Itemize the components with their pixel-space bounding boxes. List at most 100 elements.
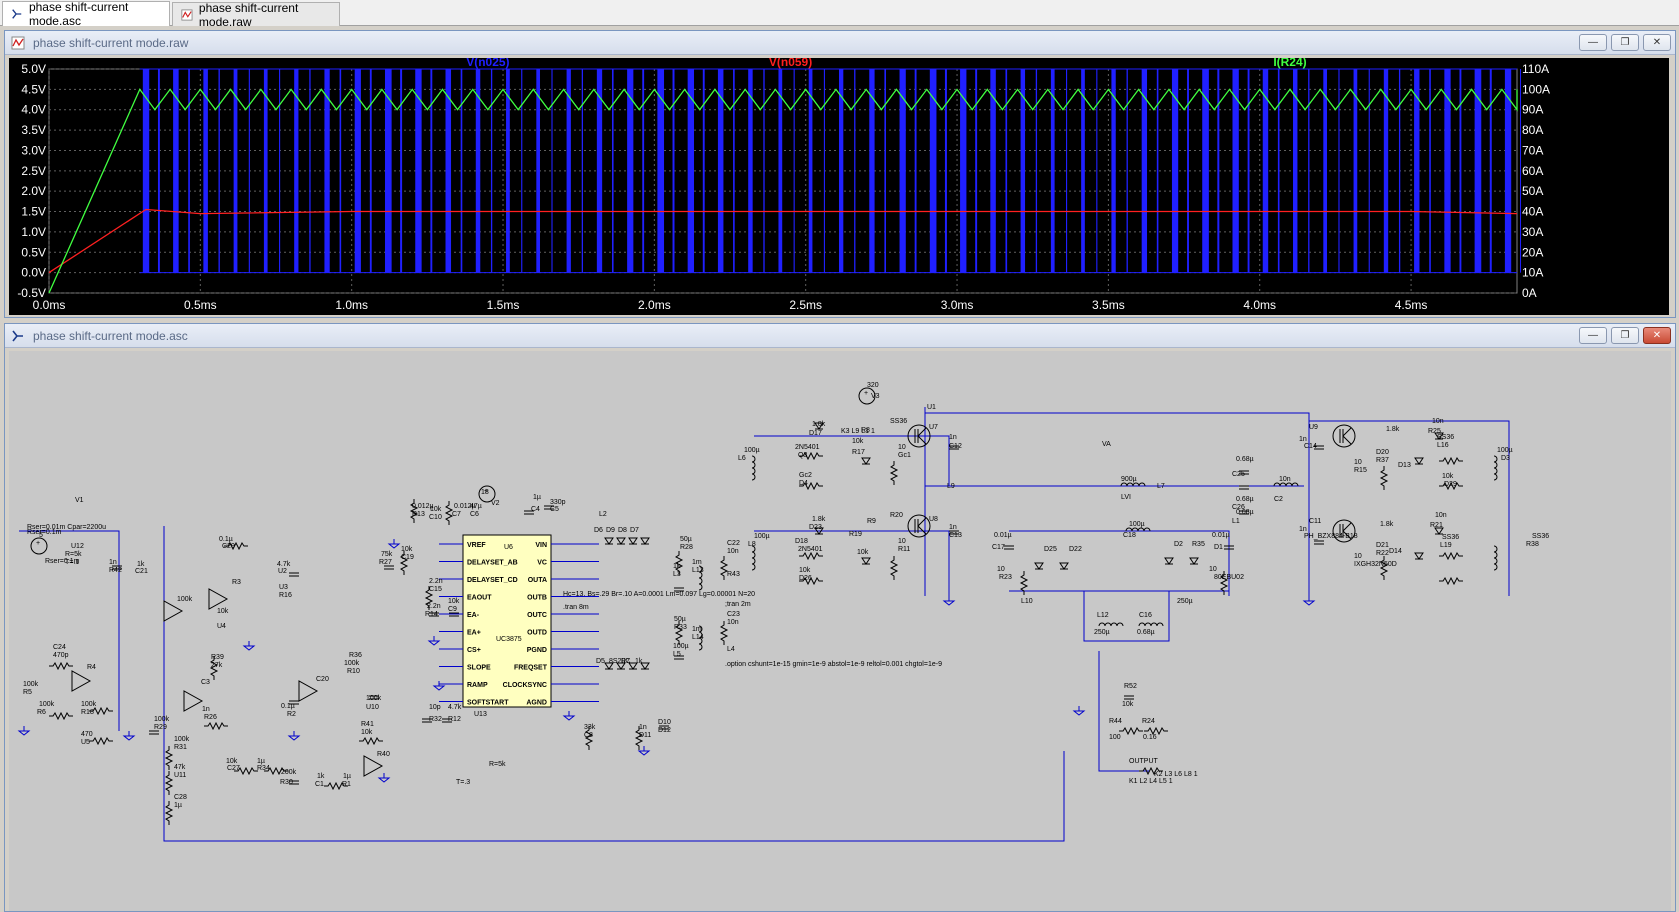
bus-top <box>925 412 1310 596</box>
ground-symbol <box>387 539 401 549</box>
component-label: U5 <box>81 739 90 746</box>
component-label: 75k <box>381 551 393 558</box>
schematic-drawing[interactable]: U6UC3875VREFDELAYSET_ABDELAYSET_CDEAOUTE… <box>9 351 1671 911</box>
pwm-pulse <box>793 69 795 273</box>
component-label: C17 <box>992 544 1005 551</box>
ic-pin-left: VREF <box>467 542 486 549</box>
minimize-icon: — <box>1588 330 1598 341</box>
component-label: R36 <box>349 652 362 659</box>
pwm-pulse <box>748 69 753 273</box>
pwm-pulse <box>400 69 403 273</box>
component-label: 10 <box>997 566 1005 573</box>
component-label: 0.68µ <box>1236 496 1254 503</box>
component-label: R14 <box>425 611 438 618</box>
component-label: 10n <box>1435 512 1447 519</box>
waveform-titlebar[interactable]: phase shift-current mode.raw — ❐ ✕ <box>5 31 1675 55</box>
y-tick-left: 5.0V <box>21 62 46 76</box>
close-icon: ✕ <box>1652 37 1662 48</box>
component-label: 1k <box>673 563 681 570</box>
component-label: 10p <box>429 704 441 711</box>
pwm-pulse <box>445 69 452 273</box>
component-label: C20 <box>316 676 329 683</box>
component-label: R18 <box>81 709 94 716</box>
component-label: 1k <box>137 561 145 568</box>
resistor <box>49 661 73 671</box>
pwm-pulse <box>1066 69 1068 273</box>
close-button[interactable]: ✕ <box>1643 327 1671 344</box>
ic-pin-left: EA- <box>467 612 480 619</box>
component-label: D29 <box>1444 481 1457 488</box>
schematic-titlebar[interactable]: phase shift-current mode.asc — ❐ ✕ <box>5 324 1675 348</box>
component-label: 50µ <box>680 536 692 543</box>
component-label: 10k <box>361 729 373 736</box>
restore-button[interactable]: ❐ <box>1611 34 1639 51</box>
pwm-pulse <box>1202 69 1209 273</box>
x-tick: 4.5ms <box>1395 298 1428 312</box>
inductor <box>1138 622 1164 627</box>
capacitor <box>429 612 439 617</box>
component-label: K3 L9 L1 1 <box>841 428 875 435</box>
component-label: R43 <box>727 571 740 578</box>
diode <box>628 662 638 670</box>
component-label: 100k <box>344 660 360 667</box>
resistor <box>164 771 174 795</box>
y-tick-right: 100A <box>1522 82 1550 96</box>
pwm-pulse <box>1444 69 1451 273</box>
y-tick-right: 20A <box>1522 245 1543 259</box>
resistor <box>1439 576 1463 586</box>
component-label: C27 <box>227 765 240 772</box>
close-button[interactable]: ✕ <box>1643 34 1671 51</box>
source-plus: + <box>36 540 40 547</box>
restore-button[interactable]: ❐ <box>1611 327 1639 344</box>
pwm-pulse <box>188 69 190 273</box>
component-label: Rser=0.01m Cpar=2200u <box>27 524 106 531</box>
component-label: R27 <box>379 559 392 566</box>
tab-schematic[interactable]: phase shift-current mode.asc <box>2 0 170 28</box>
component-label: VA <box>1102 441 1111 448</box>
component-label: C4 <box>531 506 540 513</box>
pwm-pulse <box>1459 69 1462 273</box>
minimize-button[interactable]: — <box>1579 327 1607 344</box>
component-label: 4.7k <box>448 704 462 711</box>
capacitor <box>1239 470 1249 475</box>
resistor <box>799 451 823 461</box>
component-label: PH_BZX884-B18 <box>1304 533 1358 540</box>
component-label: C1 <box>315 781 324 788</box>
ground-symbol <box>1302 596 1316 606</box>
ic-pin-left: SLOPE <box>467 665 491 672</box>
ic-pin-left: CS+ <box>467 647 481 654</box>
legend-vn059: V(n059) <box>769 58 812 69</box>
pwm-pulse <box>233 69 238 273</box>
component-label: C19 <box>401 554 414 561</box>
diode <box>1164 557 1174 565</box>
waveform-chart[interactable]: 5.0V4.5V4.0V3.5V3.0V2.5V2.0V1.5V1.0V0.5V… <box>9 58 1669 315</box>
minimize-button[interactable]: — <box>1579 34 1607 51</box>
resistor <box>444 501 454 525</box>
component-label: L9 <box>947 483 955 490</box>
inductor <box>1493 455 1498 481</box>
component-label: R35 <box>1192 541 1205 548</box>
component-label: 4.7k <box>277 561 291 568</box>
pwm-pulse <box>1232 69 1239 273</box>
component-label: R23 <box>999 574 1012 581</box>
component-label: R21 <box>1430 522 1443 529</box>
ic-pin-right: VC <box>537 560 547 567</box>
component-label: R17 <box>852 449 865 456</box>
x-tick: 0.0ms <box>33 298 66 312</box>
component-label: R52 <box>1124 683 1137 690</box>
diode <box>1059 562 1069 570</box>
component-label: SS36 <box>890 418 907 425</box>
tab-waveform[interactable]: phase shift-current mode.raw <box>172 1 340 29</box>
component-label: C21 <box>135 568 148 575</box>
y-tick-right: 80A <box>1522 123 1543 137</box>
capacitor <box>369 695 379 700</box>
output-rect-top <box>1009 530 1230 596</box>
component-label: T=.3 <box>456 779 470 786</box>
resistor <box>1379 556 1389 580</box>
component-label: L6 <box>738 455 746 462</box>
component-label: 100k <box>39 701 55 708</box>
resistor <box>1019 571 1029 595</box>
capacitor <box>1314 445 1324 450</box>
